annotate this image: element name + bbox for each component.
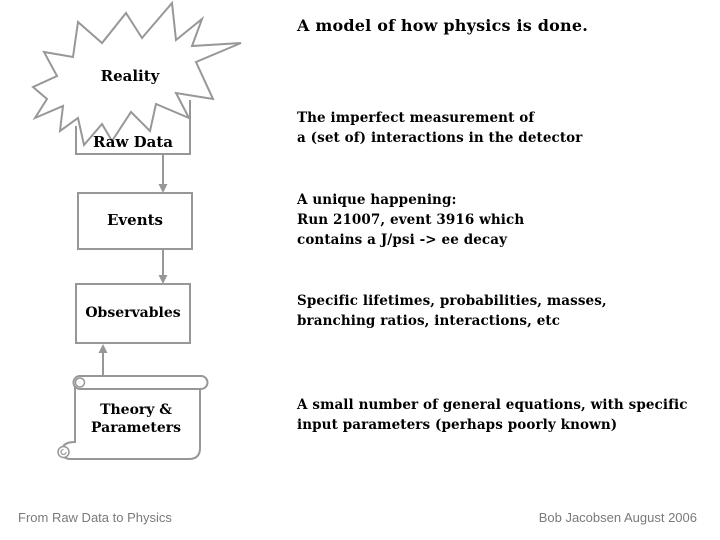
annotation-theory: A small number of general equations, wit… bbox=[297, 395, 688, 435]
events-box-shape bbox=[77, 192, 193, 250]
reality-label: Reality bbox=[100, 67, 160, 85]
annotation-line: branching ratios, interactions, etc bbox=[297, 313, 561, 329]
theory-label: Theory & Parameters bbox=[71, 401, 201, 437]
raw-data-label: Raw Data bbox=[92, 133, 174, 151]
footer-author-date: Bob Jacobsen August 2006 bbox=[538, 510, 697, 525]
theory-scroll-shape bbox=[57, 375, 209, 460]
annotation-line: A small number of general equations, wit… bbox=[297, 397, 688, 413]
annotation-line: input parameters (perhaps poorly known) bbox=[297, 417, 618, 433]
observables-box-shape bbox=[75, 283, 191, 344]
annotation-line: A unique happening: bbox=[297, 192, 457, 208]
theory-label-line2: Parameters bbox=[90, 420, 182, 436]
arrow-raw-data-to-events bbox=[158, 154, 168, 193]
arrow-events-to-observables bbox=[158, 249, 168, 284]
annotation-line: Specific lifetimes, probabilities, masse… bbox=[297, 293, 607, 309]
annotation-observables: Specific lifetimes, probabilities, masse… bbox=[297, 291, 607, 331]
annotation-line: a (set of) interactions in the detector bbox=[297, 130, 583, 146]
slide-title: A model of how physics is done. bbox=[297, 16, 588, 35]
footer-slide-title: From Raw Data to Physics bbox=[18, 510, 172, 525]
theory-label-line1: Theory & bbox=[100, 402, 172, 418]
annotation-line: Run 21007, event 3916 which bbox=[297, 212, 525, 228]
annotation-line: contains a J/psi -> ee decay bbox=[297, 232, 508, 248]
reality-starburst-shape bbox=[31, 0, 242, 148]
arrow-theory-to-observables bbox=[98, 344, 108, 377]
raw-data-box-shape bbox=[75, 100, 191, 155]
annotation-line: The imperfect measurement of bbox=[297, 110, 535, 126]
observables-label: Observables bbox=[85, 305, 181, 321]
annotation-raw-data: The imperfect measurement of a (set of) … bbox=[297, 108, 583, 148]
annotation-events: A unique happening: Run 21007, event 391… bbox=[297, 190, 524, 250]
events-label: Events bbox=[107, 211, 163, 229]
